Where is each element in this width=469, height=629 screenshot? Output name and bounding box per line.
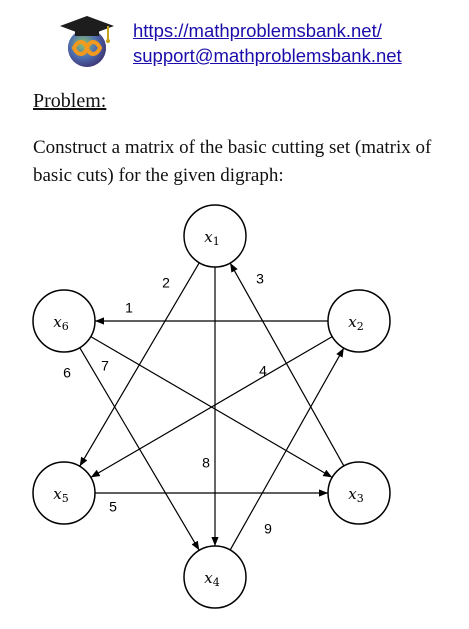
node-circle [183,545,247,609]
node-x4: x4 [183,545,247,609]
header: https://mathproblemsbank.net/ support@ma… [56,10,456,70]
node-label: x4 [204,569,219,589]
header-links: https://mathproblemsbank.net/ support@ma… [133,18,402,68]
node-circle [32,289,96,353]
node-x6: x6 [32,289,96,353]
node-x1: x1 [183,204,247,268]
edge-label-2: 2 [162,275,170,291]
edge-label-6: 6 [63,365,71,381]
edge-3 [229,262,345,467]
node-circle [32,461,96,525]
node-label: x3 [348,485,363,505]
edge-7 [90,336,333,478]
graduation-cap-infinity-logo [60,16,114,67]
edge-label-5: 5 [109,499,117,515]
site-link[interactable]: https://mathproblemsbank.net/ [133,20,382,41]
node-label: x5 [53,485,68,505]
edge-9 [229,347,345,551]
edge-label-8: 8 [202,455,210,471]
node-label: x6 [53,313,68,333]
node-circle [327,461,391,525]
node-circle [327,289,391,353]
node-x3: x3 [327,461,391,525]
node-circle [183,204,247,268]
edge-label-1: 1 [125,300,133,316]
problem-heading: Problem: [33,90,107,112]
node-label: x2 [348,313,363,333]
edge-label-7: 7 [101,358,109,374]
edge-label-9: 9 [264,521,272,537]
node-x2: x2 [327,289,391,353]
node-label: x1 [204,228,219,248]
edge-label-3: 3 [256,271,264,287]
edge-6 [79,347,200,551]
problem-statement: Construct a matrix of the basic cutting … [33,137,432,186]
node-x5: x5 [32,461,96,525]
edge-label-4: 4 [259,363,267,379]
support-email-link[interactable]: support@mathproblemsbank.net [133,45,402,66]
